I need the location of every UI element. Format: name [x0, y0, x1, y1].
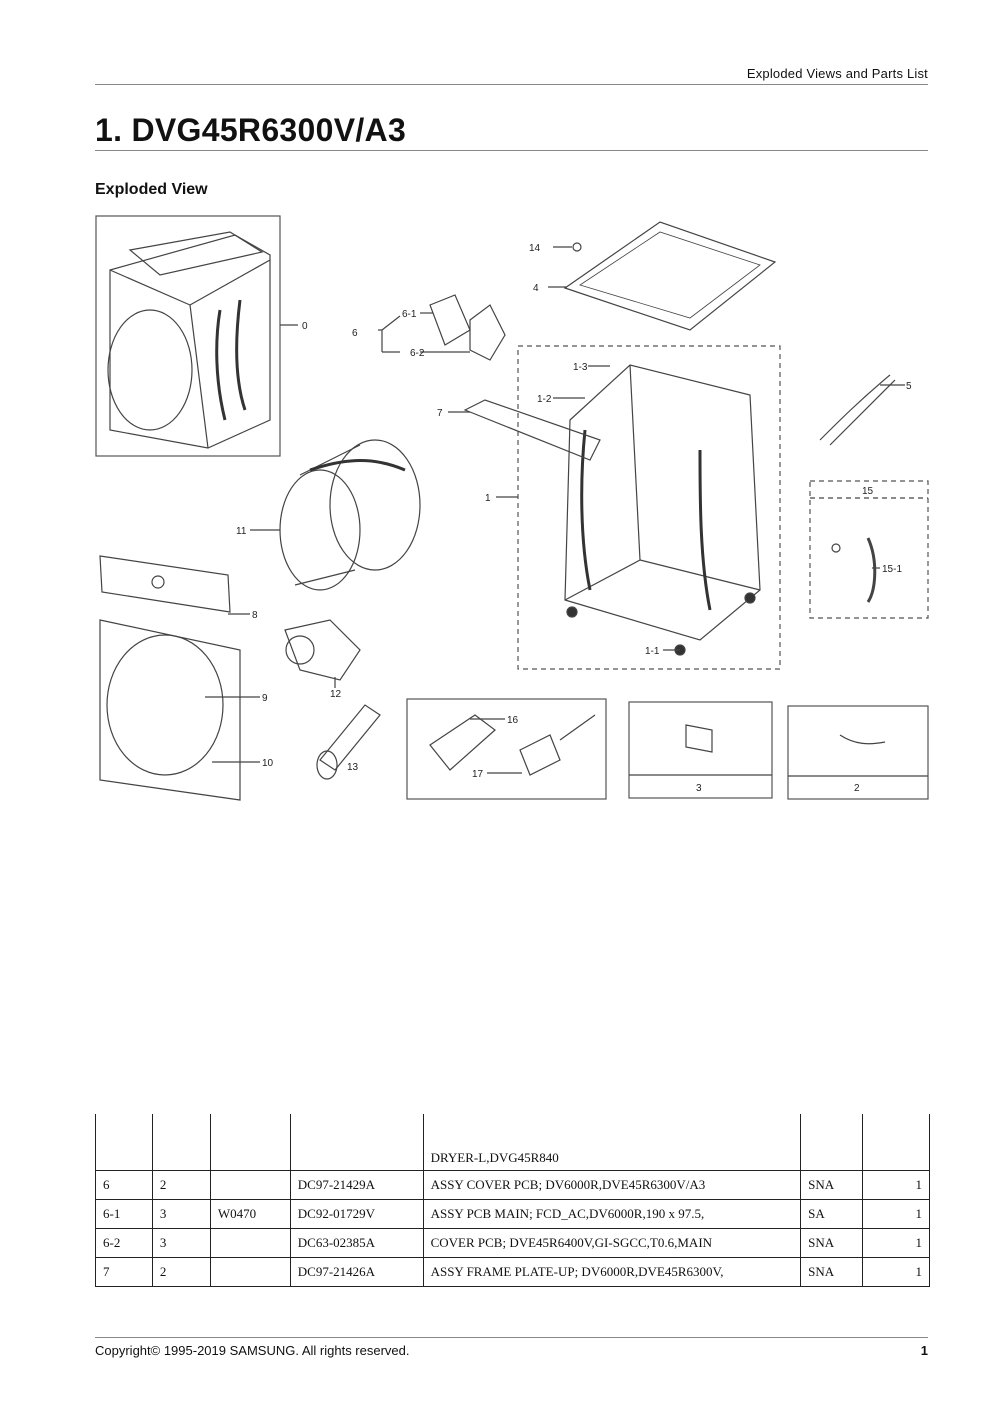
footer-divider — [95, 1337, 928, 1338]
cell-sec — [209, 1228, 291, 1258]
parts-list-table: DRYER-L,DVG45R840 6 2 DC97-21429A ASSY C… — [95, 1114, 930, 1287]
callout-17: 17 — [472, 769, 484, 780]
control-panel — [99, 555, 231, 613]
page-number: 1 — [920, 1343, 928, 1358]
cell-qty: 1 — [862, 1257, 930, 1287]
cell-loc: 6-2 — [95, 1228, 153, 1258]
duct-12 — [284, 619, 361, 681]
callout-4: 4 — [533, 283, 539, 294]
callout-12: 12 — [330, 689, 342, 700]
cell-loc: 6 — [95, 1170, 153, 1200]
parts-15-box — [809, 480, 929, 619]
page-title: 1. DVG45R6300V/A3 — [95, 112, 407, 148]
cell-qty: 1 — [862, 1170, 930, 1200]
callout-15-1: 15-1 — [882, 564, 902, 575]
table-row: 6 2 DC97-21429A ASSY COVER PCB; DV6000R,… — [95, 1170, 930, 1200]
callout-15: 15 — [862, 486, 874, 497]
cell-description: ASSY PCB MAIN; FCD_AC,DV6000R,190 x 97.5… — [422, 1199, 802, 1229]
callout-11: 11 — [236, 526, 247, 537]
callout-3: 3 — [696, 783, 702, 794]
callout-0: 0 — [302, 321, 308, 332]
power-cord — [819, 374, 896, 446]
cell-code: DC92-01729V — [289, 1199, 424, 1229]
cabinet-frame — [564, 364, 761, 641]
callout-13: 13 — [347, 762, 359, 773]
sensor-2 — [839, 734, 886, 745]
cell-code: DC63-02385A — [289, 1228, 424, 1258]
callout-10: 10 — [262, 758, 274, 769]
front-panel — [99, 619, 241, 801]
cell-description: ASSY FRAME PLATE-UP; DV6000R,DVE45R6300V… — [422, 1257, 802, 1287]
callout-8: 8 — [252, 610, 258, 621]
callout-6: 6 — [352, 328, 358, 339]
pcb-main-6-1 — [429, 294, 471, 346]
section-subtitle: Exploded View — [95, 181, 208, 198]
screw-14 — [572, 242, 582, 252]
cell-sec: W0470 — [209, 1199, 291, 1229]
cell-qty: 1 — [862, 1228, 930, 1258]
table-row: 6-1 3 W0470 DC92-01729V ASSY PCB MAIN; F… — [95, 1199, 930, 1229]
table-row: 7 2 DC97-21426A ASSY FRAME PLATE-UP; DV6… — [95, 1257, 930, 1287]
cell-code: DC97-21429A — [289, 1170, 424, 1200]
cell-level: 3 — [151, 1199, 211, 1229]
title-divider — [95, 150, 928, 151]
copyright-text: Copyright© 1995-2019 SAMSUNG. All rights… — [95, 1343, 410, 1358]
cell-description: COVER PCB; DVE45R6400V,GI-SGCC,T0.6,MAIN — [422, 1228, 802, 1258]
callout-1-3: 1-3 — [573, 362, 588, 373]
callout-1: 1 — [485, 493, 491, 504]
cell-level: 3 — [151, 1228, 211, 1258]
cell-status: SNA — [800, 1228, 864, 1258]
cell-qty: 1 — [862, 1199, 930, 1229]
part-2-box — [787, 705, 929, 800]
table-row-continued: DRYER-L,DVG45R840 — [95, 1114, 930, 1171]
header-divider — [95, 84, 928, 85]
dryer-body-outline — [109, 234, 271, 449]
dryer-door-outline — [107, 309, 193, 431]
cell-level: 2 — [151, 1170, 211, 1200]
door-outline — [106, 634, 224, 776]
callout-1-1: 1-1 — [645, 646, 660, 657]
dryer-assembly-box — [95, 215, 281, 457]
continued-description: DRYER-L,DVG45R840 — [422, 1114, 802, 1171]
callout-labels: 0 1 1-1 1-2 1-3 2 3 4 5 6 6-1 6-2 7 8 9 … — [236, 243, 912, 794]
cell-status: SNA — [800, 1170, 864, 1200]
cabinet-box — [517, 345, 781, 670]
cell-sec — [209, 1257, 291, 1287]
callout-6-1: 6-1 — [402, 309, 417, 320]
cell-loc: 6-1 — [95, 1199, 153, 1229]
callout-9: 9 — [262, 693, 268, 704]
callout-14: 14 — [529, 243, 541, 254]
gas-valve-17 — [519, 734, 561, 776]
cell-status: SA — [800, 1199, 864, 1229]
part-3-box — [628, 701, 773, 799]
gas-parts-box — [406, 698, 607, 800]
cell-description: ASSY COVER PCB; DV6000R,DVE45R6300V/A3 — [422, 1170, 802, 1200]
cell-loc: 7 — [95, 1257, 153, 1287]
exhaust-duct — [319, 704, 381, 771]
callout-1-2: 1-2 — [537, 394, 552, 405]
cell-code: DC97-21426A — [289, 1257, 424, 1287]
callout-6-2: 6-2 — [410, 348, 425, 359]
burner-16 — [429, 714, 496, 771]
callout-5: 5 — [906, 381, 912, 392]
cell-sec — [209, 1170, 291, 1200]
callout-2: 2 — [854, 783, 860, 794]
callout-7: 7 — [437, 408, 443, 419]
table-row: 6-2 3 DC63-02385A COVER PCB; DVE45R6400V… — [95, 1228, 930, 1258]
callout-16: 16 — [507, 715, 519, 726]
cell-level: 2 — [151, 1257, 211, 1287]
frame-plate — [463, 399, 601, 461]
pcb-cover-6-2 — [469, 304, 506, 361]
top-cover — [563, 221, 777, 331]
section-header: Exploded Views and Parts List — [746, 66, 928, 81]
cell-status: SNA — [800, 1257, 864, 1287]
bracket-3 — [685, 724, 713, 753]
